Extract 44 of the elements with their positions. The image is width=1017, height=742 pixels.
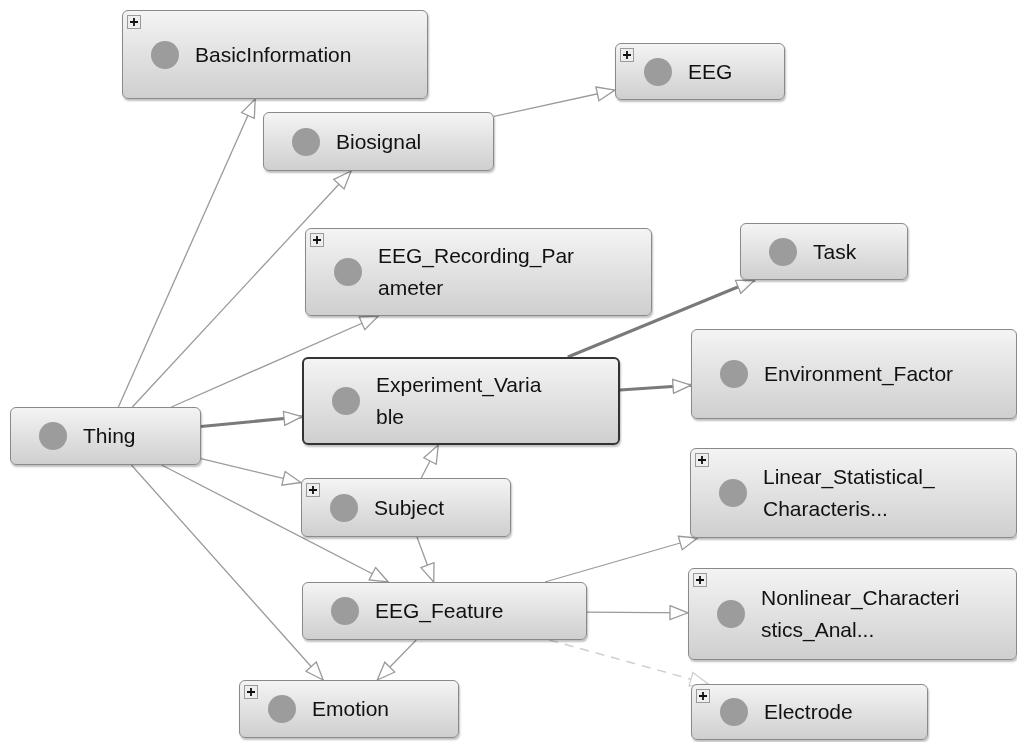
subclass-arrow [586,605,689,621]
subclass-arrow [117,98,256,408]
class-label: EEG [688,58,734,85]
subclass-arrow [200,410,303,429]
class-node [302,582,587,640]
subclass-arrow [416,536,435,583]
class-label: Nonlinear_Characteristics_Anal... [761,585,961,644]
class-label: Thing [83,423,137,449]
class-label: Emotion [312,696,391,722]
class-label: BasicInformation [195,41,353,68]
subclass-arrow [544,535,699,583]
subclass-arrow [200,458,302,486]
class-label: Biosignal [336,128,423,155]
class-node [690,448,1017,538]
class-label: Linear_Statistical_Characteris... [763,464,936,522]
subclass-arrow [548,639,710,687]
subclass-arrow [619,378,692,395]
class-label: Electrode [764,699,854,725]
subclass-arrow [420,444,439,479]
class-node [301,478,511,537]
subclass-arrow [170,315,380,408]
subclass-arrow [130,464,324,681]
class-label: Environment_Factor [764,361,955,388]
class-node [691,329,1017,419]
class-node [10,407,201,465]
class-node [305,228,652,316]
subclass-arrow [161,464,389,583]
subclass-arrow [493,86,616,117]
class-label: EEG_Feature [375,598,505,625]
class-node [615,43,785,100]
class-label: Experiment_Variable [376,372,543,430]
class-node [740,223,908,280]
class-node [239,680,459,738]
subclass-arrow [567,278,756,359]
class-node [688,568,1017,660]
class-label: Subject [374,494,446,521]
class-label: EEG_Recording_Parameter [378,243,576,301]
class-node [263,112,494,171]
class-node [122,10,428,99]
class-node [691,684,928,740]
subclass-arrow [131,170,352,408]
class-node [302,357,620,445]
subclass-arrow [376,639,417,681]
class-label: Task [813,238,858,265]
